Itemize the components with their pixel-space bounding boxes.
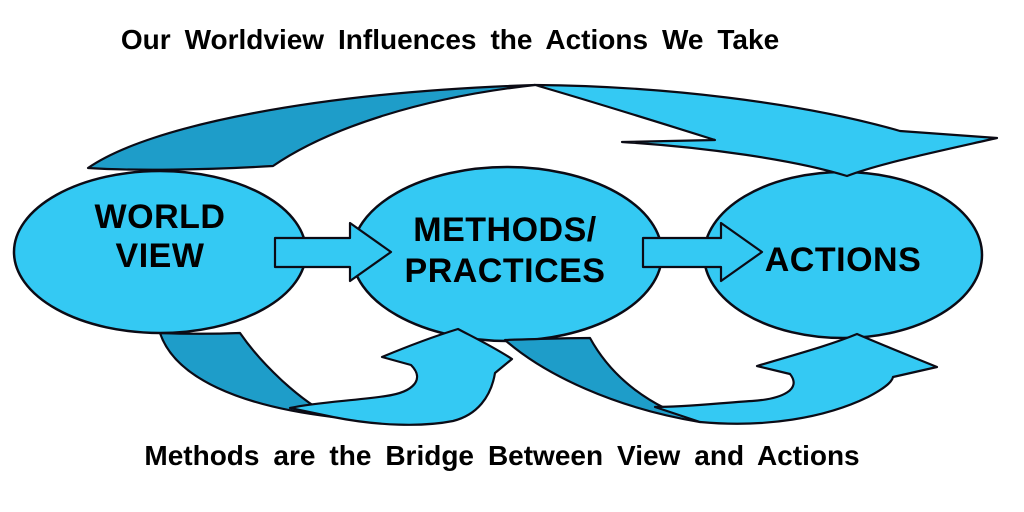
bottom-right-curved-arrow-back-wing <box>503 336 702 424</box>
bottom-left-curved-arrow <box>288 327 514 426</box>
worldview-to-methods-arrow <box>273 221 393 283</box>
diagram-title: Our Worldview Influences the Actions We … <box>120 24 780 55</box>
methods-label-line1: METHODS/ <box>413 211 597 249</box>
actions-label: ACTIONS <box>765 241 922 279</box>
methods-to-actions-arrow <box>641 221 764 283</box>
top-curved-arrow <box>533 83 999 178</box>
worldview-label-line1: WORLD <box>95 198 226 236</box>
bottom-left-curved-arrow-back-wing <box>158 331 335 419</box>
top-curved-arrow-back-wing <box>86 83 537 171</box>
methods-label-line2: PRACTICES <box>405 252 606 290</box>
worldview-label-line2: VIEW <box>116 237 205 275</box>
diagram-caption: Methods are the Bridge Between View and … <box>144 440 860 471</box>
bottom-right-curved-arrow <box>653 332 939 425</box>
